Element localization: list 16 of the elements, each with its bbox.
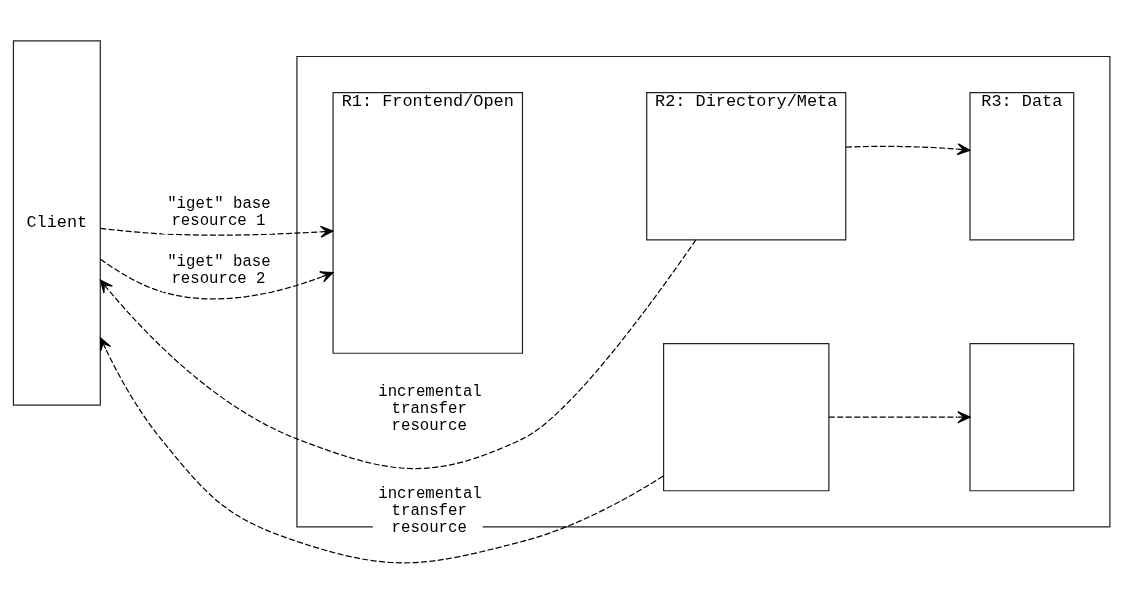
node-box: R2: Directory/Meta (646, 92, 847, 241)
edge-label: incremental transfer resource (378, 485, 482, 538)
edge-label: "iget" base resource 1 (167, 194, 271, 230)
arrow (845, 143, 971, 156)
arrow (99, 225, 334, 238)
arrow (99, 337, 664, 564)
node-box: Client (12, 40, 101, 406)
arrow (100, 258, 334, 300)
edge-label: incremental transfer resource (378, 382, 482, 435)
arrow (99, 239, 697, 470)
node-box: R3: Data (969, 92, 1075, 241)
arrow (828, 411, 971, 424)
node-box (969, 343, 1075, 492)
node-box: R1: Frontend/Open (332, 92, 524, 354)
node-box (663, 343, 830, 492)
edge-label: "iget" base resource 2 (167, 252, 271, 288)
